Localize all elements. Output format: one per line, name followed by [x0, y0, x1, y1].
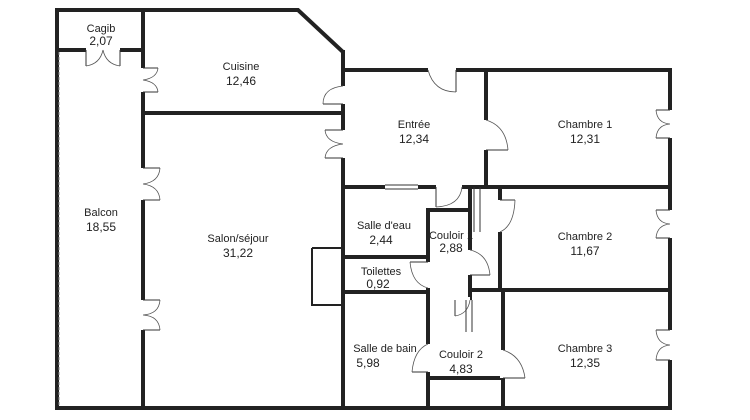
room-name-toilettes: Toilettes [361, 266, 402, 278]
room-area-cuisine: 12,46 [226, 74, 256, 88]
room-name-balcon: Balcon [84, 207, 118, 219]
door-swings [85, 49, 671, 379]
room-area-chambre1: 12,31 [570, 132, 600, 146]
room-area-cagib: 2,07 [89, 34, 113, 48]
room-name-couloir2: Couloir 2 [439, 349, 483, 361]
room-area-salon: 31,22 [223, 246, 253, 260]
room-name-chambre2: Chambre 2 [558, 231, 612, 243]
room-name-salon: Salon/séjour [207, 233, 268, 245]
room-area-entree: 12,34 [399, 132, 429, 146]
room-name-cagib: Cagib [87, 23, 116, 35]
room-area-balcon: 18,55 [86, 220, 116, 234]
room-labels: Cagib 2,07 Cuisine 12,46 Entrée 12,34 Ch… [84, 23, 612, 376]
room-area-salle-eau: 2,44 [369, 233, 393, 247]
walls [55, 8, 672, 410]
room-name-couloir1: Couloir 1 [429, 230, 473, 242]
room-name-cuisine: Cuisine [223, 61, 260, 73]
room-area-salle-bain: 5,98 [356, 356, 380, 370]
room-area-couloir1: 2,88 [439, 241, 463, 255]
room-name-salle-bain: Salle de bain [353, 343, 417, 355]
room-name-entree: Entrée [398, 119, 430, 131]
room-area-toilettes: 0,92 [366, 277, 390, 291]
room-area-chambre2: 11,67 [570, 244, 599, 258]
room-name-salle-eau: Salle d'eau [357, 220, 411, 232]
room-area-couloir2: 4,83 [449, 362, 473, 376]
room-name-chambre1: Chambre 1 [558, 119, 612, 131]
room-name-chambre3: Chambre 3 [558, 343, 612, 355]
door-openings [86, 47, 673, 378]
room-area-chambre3: 12,35 [570, 356, 600, 370]
